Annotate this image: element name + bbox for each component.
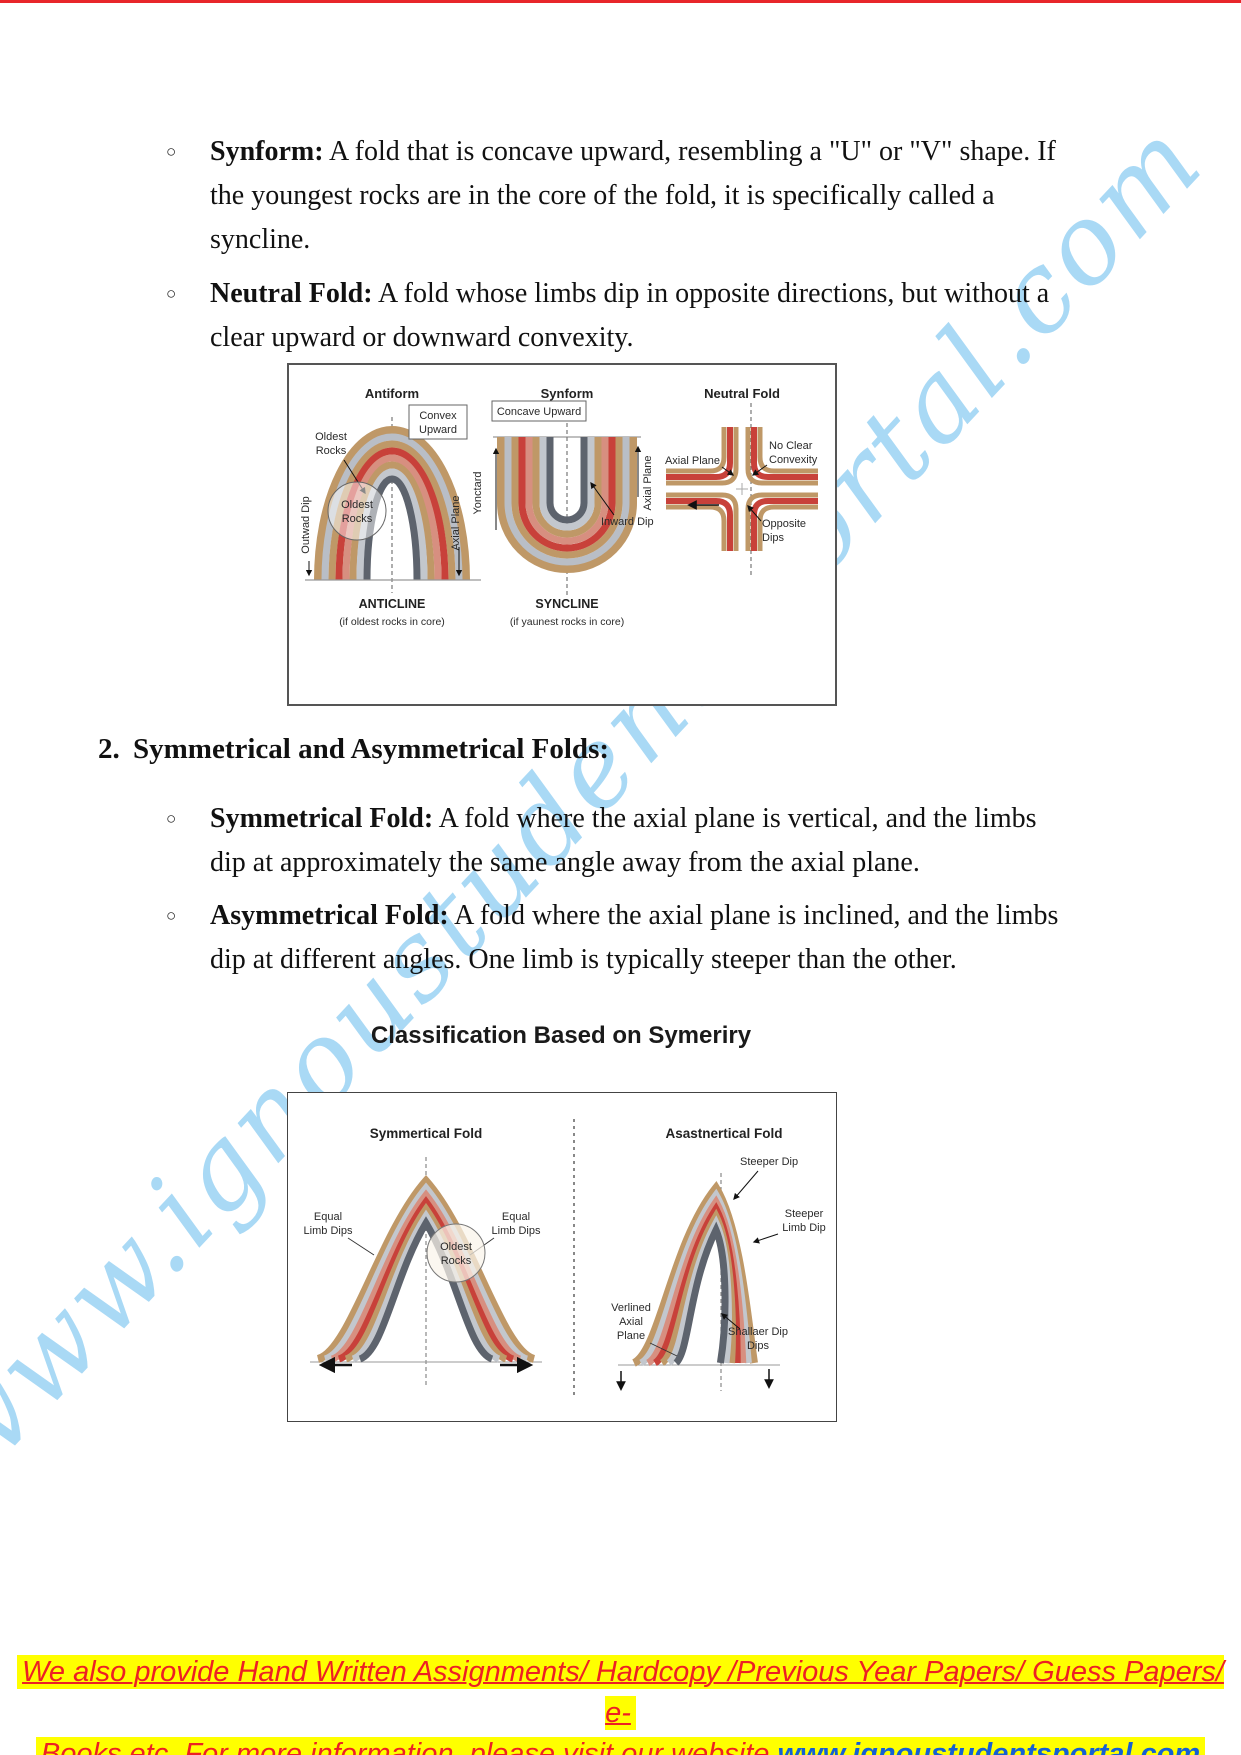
antiform-title: Antiform — [365, 386, 419, 401]
figure-fold-types: Antiform Convex Upward Oldest Rocks — [287, 363, 837, 706]
desc-synform: A fold that is concave upward, resemblin… — [210, 136, 1056, 255]
desc-symmetrical: A fold where the axial plane is vertical… — [210, 803, 1037, 878]
footer-banner: We also provide Hand Written Assignments… — [0, 1652, 1241, 1755]
bullet-marker: ○ — [166, 809, 177, 828]
symmetrical-fold-panel: Symmertical Fold Equal Limb Dips Equal — [304, 1126, 542, 1385]
footer-website-link[interactable]: www.ignoustudentsportal.com — [777, 1738, 1201, 1755]
bullet-marker: ○ — [166, 142, 177, 161]
shallower-dip-label: Shallaer Dip — [728, 1326, 788, 1338]
section-title: Symmetrical and Asymmetrical Folds: — [133, 733, 610, 765]
steeper-limb-dip-label: Limb Dip — [782, 1222, 825, 1234]
inward-dip-label: Inward Dip — [601, 516, 654, 528]
term-asymmetrical: Asymmetrical Fold: — [210, 900, 449, 931]
term-symmetrical: Symmetrical Fold: — [210, 803, 434, 834]
synform-panel: Synform Concave Upward Yonctard — [472, 386, 654, 628]
oldest-rocks-label: Oldest — [315, 431, 347, 443]
opposite-dips-label: Dips — [762, 532, 785, 544]
asymmetrical-fold-panel: Asastnertical Fold Steeper Dip Steeper — [611, 1126, 826, 1391]
equal-limb-dips-left-label: Limb Dips — [304, 1225, 353, 1237]
anticline-caption: ANTICLINE — [359, 597, 426, 611]
equal-limb-dips-right-label: Equal — [502, 1211, 530, 1223]
steeper-limb-dip-label: Steeper — [785, 1208, 824, 1220]
neutral-fold-panel: Neutral Fold Axial Plane No Clear — [665, 386, 818, 577]
bullet-asymmetrical: ○ Asymmetrical Fold: A fold where the ax… — [160, 894, 1065, 982]
neutral-fold-title: Neutral Fold — [704, 386, 780, 401]
convex-upward-label: Upward — [419, 424, 457, 436]
axial-plane-label: Axial Plane — [642, 455, 654, 510]
inclined-axial-plane-label: Axial — [619, 1316, 643, 1328]
footer-line-2: Books etc. For more information, please … — [0, 1734, 1241, 1755]
term-neutral: Neutral Fold: — [210, 278, 373, 309]
figure2-title: Classification Based on Symeriry — [370, 1022, 752, 1049]
axial-plane-label: Axial Plane — [450, 495, 462, 550]
oldest-rocks-label: Rocks — [316, 445, 347, 457]
oldest-rocks-circle-label: Oldest — [341, 499, 373, 511]
term-synform: Synform: — [210, 136, 324, 167]
no-clear-convexity-label: No Clear — [769, 440, 813, 452]
opposite-dips-label: Opposite — [762, 518, 806, 530]
concave-upward-label: Concave Upward — [497, 406, 581, 418]
yonctard-label: Yonctard — [472, 471, 484, 514]
antiform-panel: Antiform Convex Upward Oldest Rocks — [300, 386, 481, 628]
section-heading: 2. Symmetrical and Asymmetrical Folds: — [98, 733, 609, 766]
synform-title: Synform — [541, 386, 594, 401]
axial-plane-label: Axial Plane — [665, 455, 720, 467]
outward-dip-label: Outwad Dip — [300, 496, 312, 553]
footer-text-2: Books etc. For more information, please … — [40, 1738, 778, 1755]
bullet-synform: ○ Synform: A fold that is concave upward… — [160, 130, 1065, 262]
bullet-symmetrical-text: Symmetrical Fold: A fold where the axial… — [210, 797, 1065, 885]
symmetry-diagram: Symmertical Fold Equal Limb Dips Equal — [304, 1119, 826, 1398]
top-red-rule — [0, 0, 1241, 3]
oldest-rocks-circle-label: Rocks — [441, 1255, 472, 1267]
syncline-caption: SYNCLINE — [535, 597, 598, 611]
bullet-marker: ○ — [166, 906, 177, 925]
shallower-dip-label: Dips — [747, 1340, 770, 1352]
bullet-symmetrical: ○ Symmetrical Fold: A fold where the axi… — [160, 797, 1065, 885]
bullet-marker: ○ — [166, 284, 177, 303]
footer-line-1: We also provide Hand Written Assignments… — [0, 1652, 1241, 1734]
desc-asymmetrical: A fold where the axial plane is inclined… — [210, 900, 1059, 975]
fold-types-diagram: Antiform Convex Upward Oldest Rocks — [300, 386, 835, 628]
bullet-synform-text: Synform: A fold that is concave upward, … — [210, 130, 1065, 262]
steeper-dip-label: Steeper Dip — [740, 1156, 798, 1168]
convex-upward-label: Convex — [419, 410, 457, 422]
bullet-neutral-text: Neutral Fold: A fold whose limbs dip in … — [210, 272, 1065, 360]
inclined-axial-plane-label: Plane — [617, 1330, 645, 1342]
asymmetrical-fold-title: Asastnertical Fold — [665, 1126, 782, 1141]
footer-text-1: We also provide Hand Written Assignments… — [22, 1656, 1224, 1729]
bullet-neutral-fold: ○ Neutral Fold: A fold whose limbs dip i… — [160, 272, 1065, 360]
desc-neutral: A fold whose limbs dip in opposite direc… — [210, 278, 1050, 353]
oldest-rocks-circle-label: Rocks — [342, 513, 373, 525]
symmetrical-fold-title: Symmertical Fold — [370, 1126, 483, 1141]
figure-symmetry-classification: Symmertical Fold Equal Limb Dips Equal — [287, 1092, 837, 1422]
equal-limb-dips-right-label: Limb Dips — [492, 1225, 541, 1237]
section-number: 2. — [98, 733, 120, 765]
equal-limb-dips-left-label: Equal — [314, 1211, 342, 1223]
oldest-rocks-circle-label: Oldest — [440, 1241, 472, 1253]
syncline-subcaption: (if yaunest rocks in core) — [510, 616, 624, 628]
anticline-subcaption: (if oldest rocks in core) — [339, 616, 445, 628]
inclined-axial-plane-label: Verlined — [611, 1302, 651, 1314]
no-clear-convexity-label: Convexity — [769, 454, 818, 466]
bullet-asymmetrical-text: Asymmetrical Fold: A fold where the axia… — [210, 894, 1065, 982]
